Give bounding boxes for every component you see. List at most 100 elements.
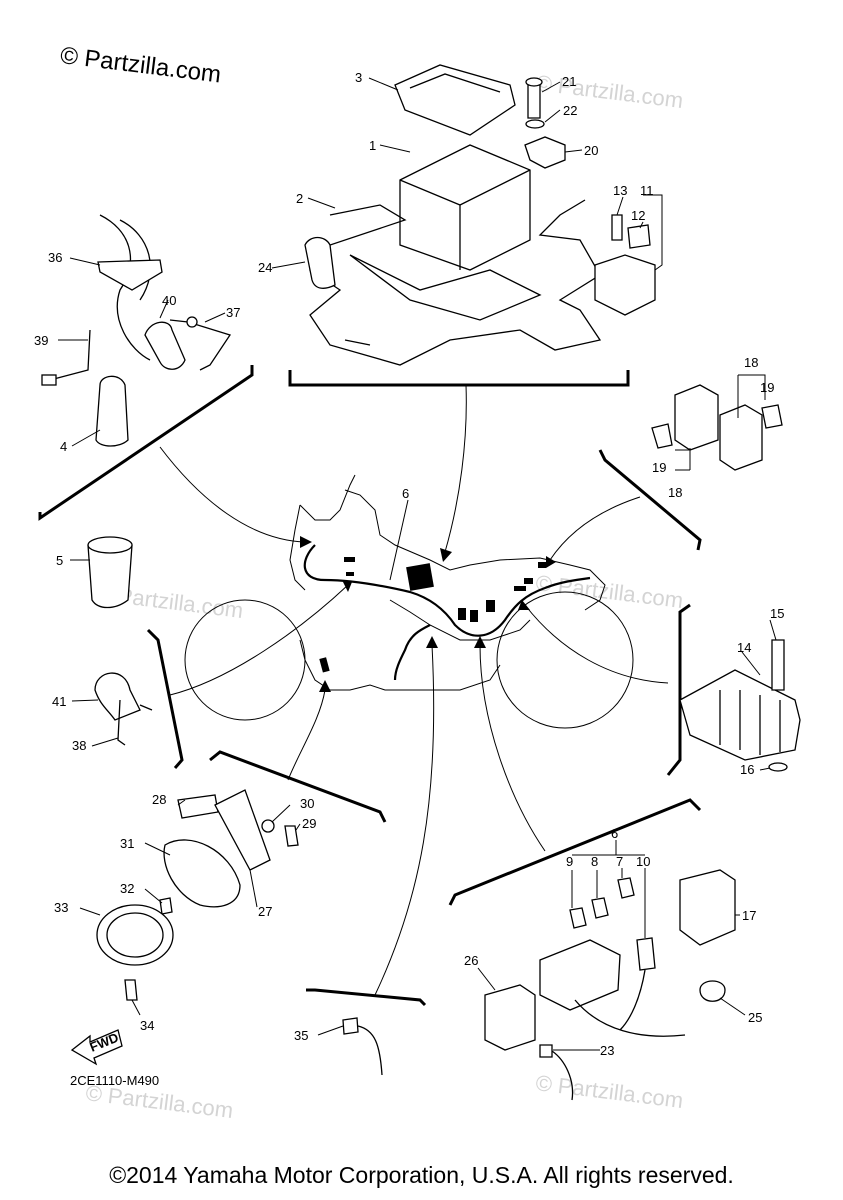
fuse-10-part	[636, 937, 656, 971]
callout-8: 8	[591, 854, 598, 869]
callout-38: 38	[72, 738, 86, 753]
watermark-bottom-right: © Partzilla.com	[534, 1070, 684, 1113]
diode-19a-part	[651, 423, 673, 449]
copyright-footer: ©2014 Yamaha Motor Corporation, U.S.A. A…	[109, 1162, 734, 1188]
callout-25: 25	[748, 1010, 762, 1025]
callout-11: 11	[640, 183, 654, 198]
relay-17-part	[679, 869, 736, 946]
relay-26-part	[484, 984, 536, 1051]
clamp-25-part	[699, 980, 726, 1002]
group-brackets	[38, 365, 702, 1007]
callout-3: 3	[355, 70, 362, 85]
battery-group	[304, 64, 656, 366]
callout-2: 2	[296, 191, 303, 206]
fuse-box-part	[539, 939, 621, 1011]
battery-part	[399, 144, 531, 271]
callout-13: 13	[613, 183, 627, 198]
wire-23-part	[539, 1044, 553, 1058]
callout-16: 16	[740, 762, 754, 777]
callout-18-top: 18	[744, 355, 758, 370]
relay-18b-part	[719, 404, 763, 471]
callout-6-group: 6	[611, 826, 618, 841]
callout-24: 24	[258, 260, 272, 275]
wire-37-part	[186, 316, 198, 328]
clamp-36-part	[97, 259, 163, 291]
bracket-20-part	[524, 136, 566, 169]
diagram-code: 2CE1110-M490	[70, 1073, 160, 1088]
callout-18-bottom: 18	[668, 485, 682, 500]
motorcycle-outline	[184, 474, 634, 729]
headlight-33-part	[96, 904, 174, 966]
starter-relay-part	[594, 254, 656, 316]
housing-31-part	[163, 839, 241, 908]
callout-9: 9	[566, 854, 573, 869]
hose-41-part	[94, 672, 141, 721]
callout-19-left: 19	[652, 460, 666, 475]
bolt-32-part	[159, 897, 173, 915]
lower-middle-group	[342, 1017, 383, 1076]
fuse-8-part	[591, 897, 609, 919]
callout-40: 40	[162, 293, 176, 308]
holder-39-part	[41, 374, 57, 386]
fuse-9-part	[569, 907, 587, 929]
callout-23: 23	[600, 1043, 614, 1058]
callout-36: 36	[48, 250, 62, 265]
callout-21: 21	[562, 74, 576, 89]
callout-30: 30	[300, 796, 314, 811]
fuse-12-part	[627, 224, 651, 249]
callout-12: 12	[631, 208, 645, 223]
diode-19b-part	[761, 404, 783, 429]
relay-group	[651, 384, 783, 471]
washer-30-part	[261, 819, 275, 833]
washer-22-part	[525, 119, 545, 129]
bolt-29-part	[284, 825, 299, 847]
cover-4-part	[95, 375, 129, 447]
callout-26: 26	[464, 953, 478, 968]
bottom-right-group	[484, 869, 736, 1101]
callout-6-harness: 6	[402, 486, 409, 501]
callout-7: 7	[616, 854, 623, 869]
bracket-28-part	[177, 794, 219, 819]
callout-17: 17	[742, 908, 756, 923]
bolt-13-part	[611, 214, 623, 241]
regulator-group	[679, 639, 801, 772]
callout-27: 27	[258, 904, 272, 919]
hose-40-part	[144, 321, 186, 370]
stay-27-part	[214, 789, 271, 871]
callout-20: 20	[584, 143, 598, 158]
washer-16-part	[768, 762, 788, 772]
bolt-34-part	[124, 979, 138, 1001]
callout-28: 28	[152, 792, 166, 807]
callout-15: 15	[770, 606, 784, 621]
callout-5: 5	[56, 553, 63, 568]
callout-19-right: 19	[760, 380, 774, 395]
band-24-part	[304, 236, 336, 289]
bolt-21-part	[527, 84, 541, 119]
callout-41: 41	[52, 694, 66, 709]
left-top-group	[41, 214, 232, 447]
fuse-7-part	[617, 877, 635, 899]
callout-35: 35	[294, 1028, 308, 1043]
callout-leaders	[58, 77, 777, 1051]
callout-22: 22	[563, 103, 577, 118]
left-middle-group	[87, 536, 153, 746]
callout-labels: 3 1 2 21 22 20 13 11 12 24 36 40 37 39 4…	[34, 70, 784, 1058]
callout-34: 34	[140, 1018, 154, 1033]
callout-31: 31	[120, 836, 134, 851]
callout-32: 32	[120, 881, 134, 896]
bolt-15-part	[771, 639, 785, 691]
tie-35-part	[342, 1017, 359, 1035]
callout-39: 39	[34, 333, 48, 348]
battery-cover-part	[394, 64, 516, 136]
callout-33: 33	[54, 900, 68, 915]
callout-1: 1	[369, 138, 376, 153]
relay-18a-part	[674, 384, 719, 451]
callout-4: 4	[60, 439, 67, 454]
callout-10: 10	[636, 854, 650, 869]
callout-29: 29	[302, 816, 316, 831]
watermark-right: © Partzilla.com	[534, 570, 684, 613]
fwd-arrow: FWD	[70, 1029, 123, 1066]
watermark-top-right: © Partzilla.com	[534, 70, 684, 113]
callout-14: 14	[737, 640, 751, 655]
